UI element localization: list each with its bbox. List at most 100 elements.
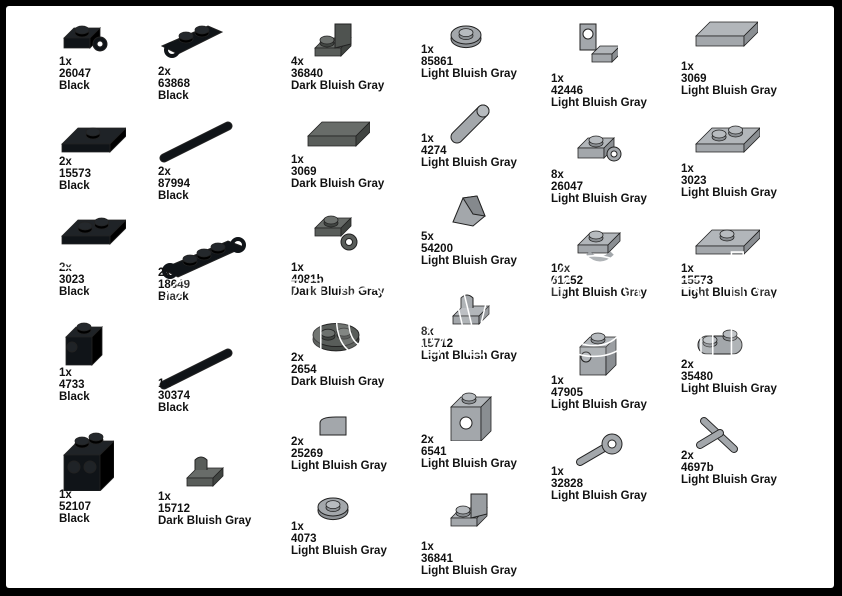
brick-studs-icon — [60, 427, 114, 491]
part-id: 18649 — [158, 279, 190, 291]
part-id: 15712 — [158, 503, 190, 515]
part-qty: 1x — [421, 44, 434, 56]
plate-rounded-icon — [694, 322, 746, 362]
part-qty: 1x — [158, 491, 171, 503]
part-color: Black — [59, 391, 90, 403]
part-qty: 2x — [59, 156, 72, 168]
brick-studs-sides-icon — [574, 327, 618, 377]
pin-icon — [449, 101, 493, 145]
part-color: Light Bluish Gray — [421, 255, 517, 267]
part-color: Light Bluish Gray — [681, 383, 777, 395]
part-id: 52107 — [59, 501, 91, 513]
part-qty: 1x — [291, 154, 304, 166]
part-color: Light Bluish Gray — [551, 490, 647, 502]
part-id: 2654 — [291, 364, 317, 376]
tile-clip-icon — [449, 292, 491, 330]
part-qty: 2x — [158, 66, 171, 78]
part-qty: 1x — [551, 466, 564, 478]
part-id: 85861 — [421, 56, 453, 68]
bar-holder-icon — [574, 428, 632, 470]
part-id: 36840 — [291, 68, 323, 80]
part-color: Light Bluish Gray — [681, 287, 777, 299]
part-color: Light Bluish Gray — [291, 460, 387, 472]
part-id: 30374 — [158, 390, 190, 402]
part-id: 36841 — [421, 553, 453, 565]
part-qty: 1x — [551, 375, 564, 387]
part-id: 26047 — [59, 68, 91, 80]
quarter-tile-icon — [316, 415, 350, 441]
part-color: Light Bluish Gray — [681, 187, 777, 199]
bar-icon — [158, 120, 234, 164]
part-id: 87994 — [158, 178, 190, 190]
part-color: Black — [158, 402, 189, 414]
jumper-plate-icon — [694, 222, 760, 258]
part-color: Light Bluish Gray — [421, 68, 517, 80]
plate-handles-icon — [158, 237, 248, 281]
part-color: Dark Bluish Gray — [291, 286, 385, 298]
plate-clip-horizontal-icon — [574, 225, 626, 267]
part-qty: 1x — [681, 263, 694, 275]
part-id: 15573 — [59, 168, 91, 180]
part-qty: 1x — [421, 541, 434, 553]
plate-clip-light-icon — [311, 212, 359, 252]
part-id: 35480 — [681, 371, 713, 383]
part-color: Light Bluish Gray — [421, 458, 517, 470]
tile-clip-icon — [183, 454, 225, 492]
part-qty: 2x — [158, 166, 171, 178]
part-color: Light Bluish Gray — [681, 85, 777, 97]
part-id: 63868 — [158, 78, 190, 90]
part-color: Black — [158, 190, 189, 202]
part-qty: 1x — [59, 367, 72, 379]
part-qty: 5x — [421, 231, 434, 243]
part-id: 26047 — [551, 181, 583, 193]
part-qty: 8x — [421, 326, 434, 338]
plate-clip-icon — [158, 20, 228, 60]
bracket-icon — [447, 490, 493, 532]
part-id: 3023 — [59, 274, 85, 286]
bar-icon — [158, 347, 234, 391]
part-id: 47905 — [551, 387, 583, 399]
part-id: 4274 — [421, 145, 447, 157]
part-qty: 2x — [158, 267, 171, 279]
round-plate-icon — [316, 492, 350, 522]
part-qty: 4x — [291, 56, 304, 68]
part-id: 25269 — [291, 448, 323, 460]
part-color: Black — [59, 80, 90, 92]
part-color: Light Bluish Gray — [421, 565, 517, 577]
part-qty: 1x — [681, 163, 694, 175]
part-color: Dark Bluish Gray — [291, 80, 385, 92]
plate-icon — [60, 212, 126, 250]
part-qty: 1x — [421, 133, 434, 145]
part-qty: 1x — [158, 378, 171, 390]
part-color: Black — [59, 286, 90, 298]
part-qty: 2x — [291, 436, 304, 448]
part-qty: 1x — [59, 56, 72, 68]
part-color: Black — [59, 513, 90, 525]
technic-brick-icon — [447, 387, 493, 441]
part-qty: 2x — [681, 450, 694, 462]
part-id: 3023 — [681, 175, 707, 187]
brick-studs-sides-icon — [60, 317, 104, 367]
part-qty: 10x — [551, 263, 571, 275]
part-id: 15712 — [421, 338, 453, 350]
